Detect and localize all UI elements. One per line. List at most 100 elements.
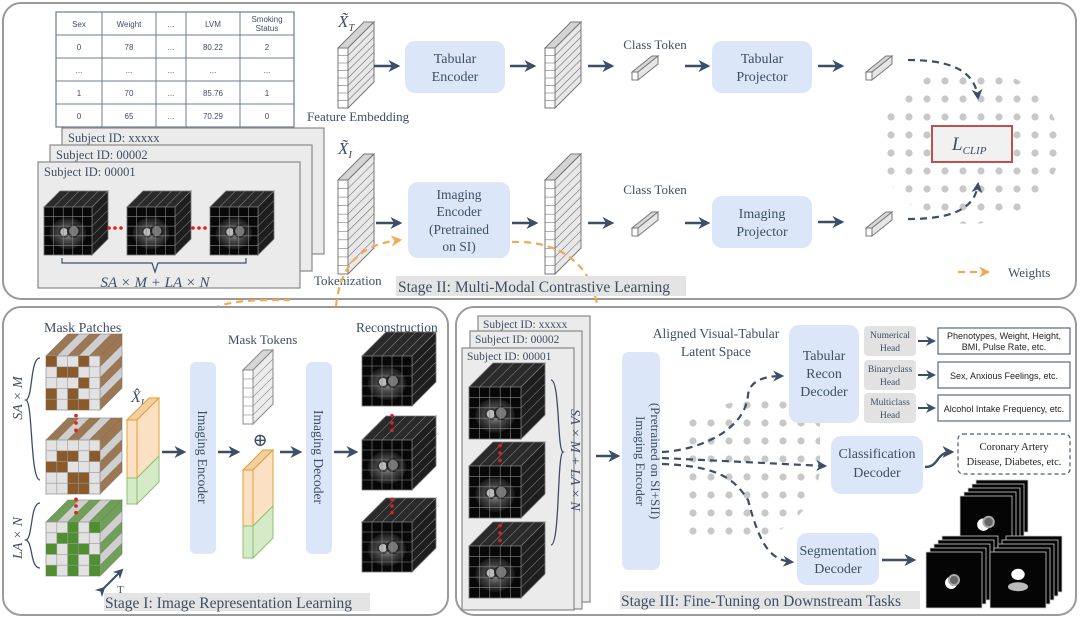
token-embedding-slab (336, 152, 376, 276)
masked-cube-la (45, 499, 123, 577)
cube-grid (411, 351, 437, 377)
arrow (924, 446, 955, 469)
slab-row (347, 187, 375, 215)
tabular-encoder (405, 41, 505, 93)
mri-ventricle (386, 374, 400, 388)
cube-grid (510, 521, 535, 547)
table-cell: ... (126, 66, 133, 75)
imaging-decoder (306, 362, 332, 554)
t-axis-arrow (94, 568, 124, 598)
latent-space-label-2: Latent Space (681, 344, 751, 359)
visible-patch (67, 450, 79, 462)
tabular-embedding-output (543, 20, 583, 110)
slab-row (347, 29, 375, 56)
mri-cube-1 (468, 362, 546, 440)
slab-row (347, 179, 375, 206)
visible-patch (67, 399, 79, 410)
mask-region (982, 515, 995, 529)
cube-grid (248, 190, 265, 208)
slab-row (554, 51, 582, 79)
imaging-encoder-label: Encoder (437, 204, 482, 219)
stage3-title: Stage III: Fine-Tuning on Downstream Tas… (621, 593, 901, 610)
imaging-encoder-stage3-label-1: Imaging Encoder (633, 416, 648, 507)
tabular-recon-label: Recon (806, 367, 842, 382)
slab-front (544, 179, 556, 275)
segmentation-decoder-label: Decoder (814, 562, 862, 577)
stage3-brace (550, 379, 565, 546)
formula-brace (61, 258, 247, 274)
mri-ventricle (67, 224, 81, 238)
table-cell: ... (168, 43, 175, 52)
cube-grid (91, 219, 109, 237)
ellipsis-dot (498, 538, 502, 543)
slab-row (554, 230, 582, 258)
slab-row (554, 36, 582, 64)
token-front (631, 227, 639, 237)
ellipsis-dot (119, 226, 123, 230)
imaging-encoder-stage1 (190, 362, 216, 554)
table-cell: 70.29 (203, 112, 224, 121)
visible-patch (67, 483, 79, 494)
cube-grid (411, 361, 437, 387)
cube-grid (401, 497, 427, 523)
mri-ventricle (233, 224, 247, 238)
visible-patch (56, 450, 68, 462)
weights-arrow-from-stage1-encoder (198, 298, 291, 329)
visible-patch (56, 532, 68, 544)
latent-space-dots-stage3 (680, 398, 820, 544)
cube-grid (520, 563, 546, 588)
table-cell: 2 (265, 43, 270, 52)
tabular-projector-label-2: Projector (736, 70, 788, 85)
mask-top-strip (67, 500, 101, 522)
slab-row (252, 376, 274, 398)
projection-token (864, 210, 894, 238)
mask-patches-label: Mask Patches (44, 321, 121, 336)
ellipsis-dot (74, 413, 78, 418)
classification-decoder (831, 436, 923, 494)
visible-patch (78, 543, 90, 555)
mask-region (1007, 582, 1029, 592)
cube-grid (520, 552, 546, 578)
classification-decoder-label: Decoder (853, 466, 901, 481)
cube-grid (489, 362, 515, 388)
visible-patch (89, 565, 100, 576)
head-box (864, 326, 916, 356)
cube-grid (219, 190, 236, 208)
cube-grid (381, 497, 407, 523)
image-output-slab (543, 152, 583, 276)
visible-patch (67, 472, 79, 484)
head-output-label: BMI, Pulse Rate, etc. (962, 342, 1047, 352)
legend-weights-label: Weights (1008, 265, 1050, 280)
visible-patch (67, 543, 79, 555)
tabular-output-slab (543, 20, 583, 110)
imaging-encoder-label: (Pretrained (429, 222, 489, 237)
mri-ventricle (150, 224, 164, 238)
mask-top-strip (46, 500, 79, 522)
slab-row (554, 213, 582, 241)
cube-grid (72, 190, 90, 208)
segmentation-decoder (797, 533, 879, 585)
combined-token-block (241, 448, 275, 560)
slab-row (347, 36, 375, 64)
mask-side-strip (100, 418, 122, 451)
mri-cube-sa (43, 190, 109, 256)
mask-tokens-label: Mask Tokens (228, 332, 297, 347)
cube-grid (499, 441, 525, 467)
head-name-label: Head (880, 378, 900, 388)
visible-patch (67, 366, 79, 378)
classification-output-label: Coronary Artery (979, 442, 1049, 453)
imaging-projection-token (864, 210, 894, 238)
table-cell: ... (168, 66, 175, 75)
table-header-cell: Status (256, 24, 279, 33)
cube-grid (371, 331, 397, 357)
tabular-encoder-label-2: Encoder (432, 70, 479, 85)
table-cell: ... (168, 89, 175, 98)
table-cell: 1 (77, 89, 82, 98)
visible-patch (46, 388, 57, 400)
cube-grid (411, 527, 437, 553)
reconstruction-cubes (361, 331, 437, 573)
slab-row (347, 51, 375, 79)
clip-loss-box (931, 125, 1013, 163)
mask-side-strip (100, 521, 122, 555)
